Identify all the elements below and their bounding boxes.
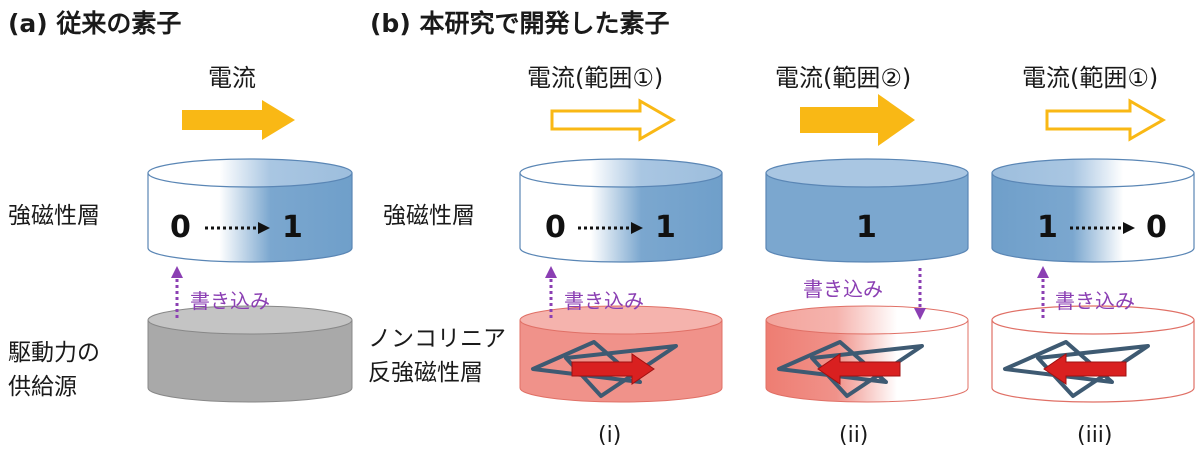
caption-iii: (iii) [1077,423,1113,448]
write-label-a: 書き込み [190,289,270,313]
ferro-layer-i [519,158,723,263]
moment-arrow-i [571,353,655,385]
caption-i: (i) [598,423,622,448]
side-label-ferro-a: 強磁性層 [8,203,100,229]
ferro-layer-iii [991,158,1195,263]
bit-iii-to: 0 [1146,210,1167,245]
af-layer-i [519,305,723,403]
write-arrow-iii [1037,266,1049,318]
bit-i-from: 0 [545,210,566,245]
moment-arrow-ii [817,353,901,385]
write-label-i: 書き込み [564,289,644,313]
side-label-source-line1: 駆動力の [8,340,100,366]
transition-arrow-a [205,222,270,234]
write-arrow-ii [914,268,926,320]
caption-ii: (ii) [839,423,869,448]
ferro-layer-a [147,158,353,263]
af-layer-iii [991,305,1195,403]
side-label-af-line1: ノンコリニア [368,326,506,352]
write-label-ii: 書き込み [803,277,883,301]
transition-arrow-i [578,222,643,234]
current-arrow-ii [800,94,915,146]
current-arrow-i [550,98,677,142]
bit-a-from: 0 [170,210,191,245]
side-label-ferro-b: 強磁性層 [383,203,475,229]
current-label-ii: 電流(範囲②) [775,64,912,92]
current-label-iii: 電流(範囲①) [1022,64,1159,92]
driving-source-cylinder [147,305,353,403]
moment-arrow-iii [1043,353,1127,385]
current-label-a: 電流 [208,64,256,92]
heading-a: (a) 従来の素子 [8,9,182,38]
write-arrow-a [171,266,183,318]
bit-iii-from: 1 [1037,210,1058,245]
side-label-source-line2: 供給源 [8,374,77,400]
current-label-i: 電流(範囲①) [527,64,664,92]
current-arrow-iii [1045,98,1167,142]
bit-a-to: 1 [282,210,303,245]
bit-i-to: 1 [655,210,676,245]
transition-arrow-iii [1070,222,1135,234]
heading-b: (b) 本研究で開発した素子 [370,9,670,38]
write-label-iii: 書き込み [1055,289,1135,313]
current-arrow-a [182,100,295,140]
bit-ii: 1 [856,210,877,245]
ferro-layer-ii [765,158,969,263]
write-arrow-i [545,266,557,318]
side-label-af-line2: 反強磁性層 [368,360,483,386]
